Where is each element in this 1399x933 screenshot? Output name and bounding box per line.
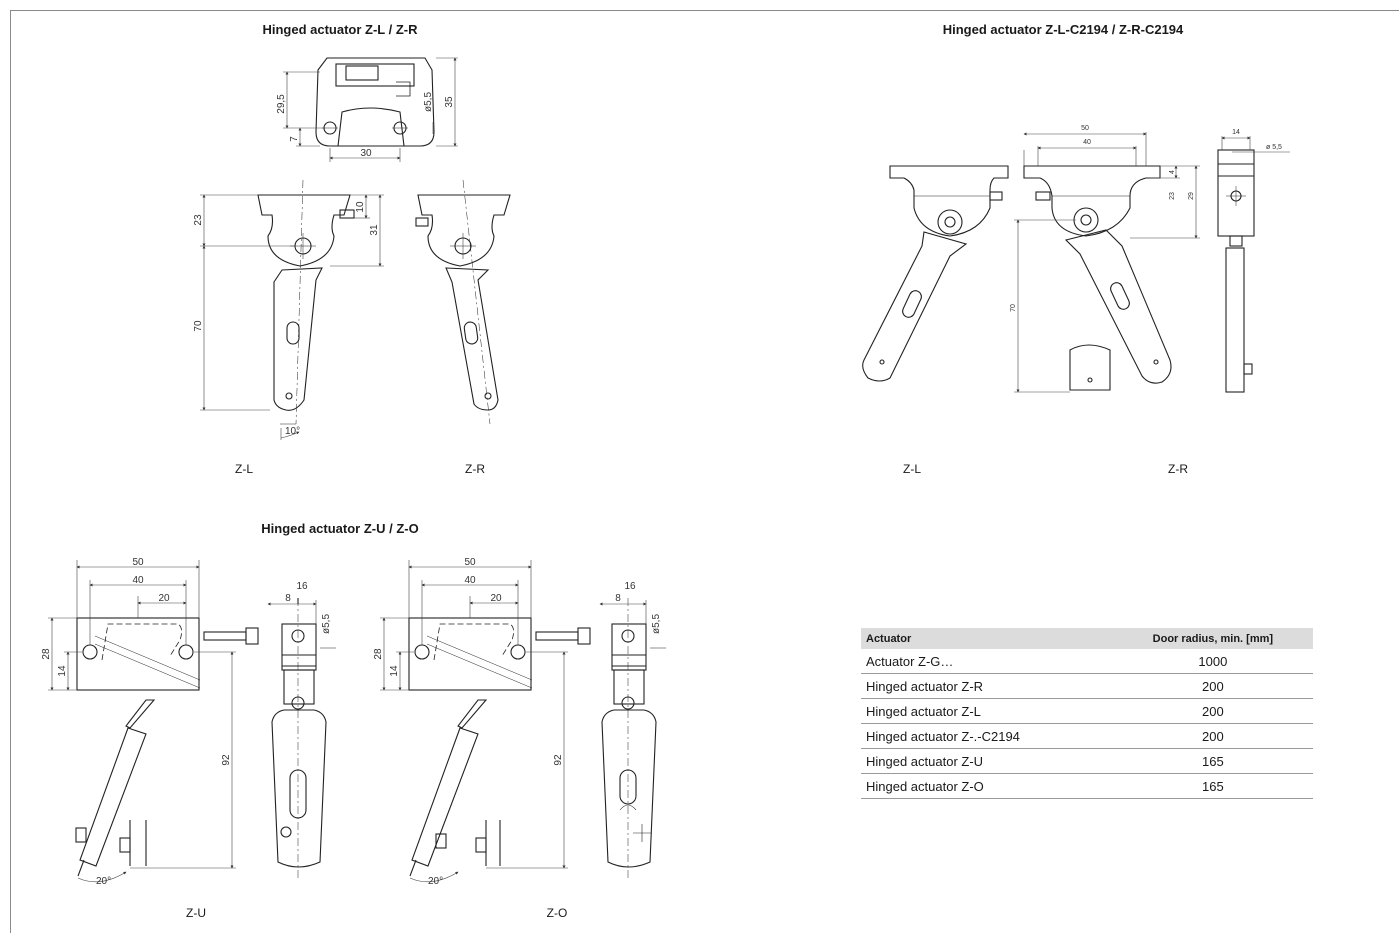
- cell-actuator: Hinged actuator Z-U: [861, 748, 1113, 774]
- cell-radius: 200: [1112, 723, 1313, 749]
- dim-label: 20°: [96, 876, 111, 887]
- zo-side-view: [599, 598, 666, 880]
- dim-label: ø 5,5: [1266, 144, 1282, 151]
- header-door-radius: Door radius, min. [mm]: [1112, 628, 1313, 649]
- cell-radius: 200: [1112, 673, 1313, 699]
- dim-label: 4: [1169, 170, 1176, 174]
- dim-label: 92: [553, 754, 564, 766]
- dim-label: ø5,5: [321, 614, 332, 634]
- c2194-side-view: [1217, 136, 1290, 393]
- cell-radius: 165: [1112, 748, 1313, 774]
- cell-actuator: Hinged actuator Z-.-C2194: [861, 723, 1113, 749]
- dim-label: 14: [1232, 129, 1240, 136]
- dim-label: 35: [444, 96, 455, 108]
- table-row: Hinged actuator Z-O 165: [861, 773, 1313, 799]
- dim-label: 31: [369, 224, 380, 236]
- dim-label: 23: [1169, 192, 1176, 200]
- zr-front-drawing: [415, 179, 511, 425]
- dim-label: 50: [132, 557, 144, 568]
- dim-label: 40: [464, 575, 476, 586]
- dim-label: 30: [360, 148, 372, 159]
- dim-label: 70: [193, 320, 204, 332]
- dim-label: 16: [624, 581, 636, 592]
- caption-zu: Z-U: [186, 906, 206, 920]
- dim-label: 20: [158, 593, 170, 604]
- caption-zl: Z-L: [235, 462, 253, 476]
- dim-label: 50: [464, 557, 476, 568]
- cell-radius: 200: [1112, 698, 1313, 724]
- c2194-zr-drawing: [1023, 165, 1172, 391]
- title-zl-zr: Hinged actuator Z-L / Z-R: [262, 22, 418, 37]
- dim-label: 20°: [428, 876, 443, 887]
- cell-actuator: Actuator Z-G…: [861, 649, 1113, 674]
- zo-front-drawing: [408, 617, 591, 877]
- zu-side-view: [267, 598, 336, 880]
- dim-label: 29: [1188, 192, 1195, 200]
- dim-label: 92: [221, 754, 232, 766]
- table-row: Hinged actuator Z-U 165: [861, 748, 1313, 774]
- cell-actuator: Hinged actuator Z-R: [861, 673, 1113, 699]
- caption-c2194-zr: Z-R: [1168, 462, 1188, 476]
- table-header-row: Actuator Door radius, min. [mm]: [861, 628, 1313, 649]
- door-radius-table: Actuator Door radius, min. [mm] Actuator…: [861, 628, 1313, 799]
- dim-label: ø5,5: [651, 614, 662, 634]
- dim-label: 28: [41, 648, 52, 660]
- caption-zo: Z-O: [546, 906, 568, 920]
- dim-label: 20: [490, 593, 502, 604]
- dim-label: 14: [389, 665, 400, 677]
- dim-label: 50: [1081, 125, 1089, 132]
- header-actuator: Actuator: [861, 628, 1113, 649]
- cell-actuator: Hinged actuator Z-O: [861, 773, 1113, 799]
- zl-front-drawing: [257, 179, 355, 425]
- title-c2194: Hinged actuator Z-L-C2194 / Z-R-C2194: [942, 22, 1184, 37]
- dim-label: 23: [193, 214, 204, 226]
- cell-radius: 165: [1112, 773, 1313, 799]
- dim-label: 28: [373, 648, 384, 660]
- zl-top-view: [315, 57, 435, 147]
- dim-label: 10: [355, 201, 366, 213]
- dim-label: 40: [132, 575, 144, 586]
- c2194-zl-drawing: [862, 165, 1009, 382]
- cell-actuator: Hinged actuator Z-L: [861, 698, 1113, 724]
- table-row: Hinged actuator Z-.-C2194 200: [861, 723, 1313, 749]
- dim-label: 8: [285, 593, 291, 604]
- table-row: Hinged actuator Z-R 200: [861, 673, 1313, 699]
- caption-zr: Z-R: [465, 462, 485, 476]
- dim-label: 14: [57, 665, 68, 677]
- caption-c2194-zl: Z-L: [903, 462, 921, 476]
- dim-label: 16: [296, 581, 308, 592]
- dim-label: 29,5: [276, 94, 287, 114]
- dim-label: ø5,5: [423, 92, 434, 112]
- dim-label: 10°: [285, 426, 300, 437]
- title-zu-zo: Hinged actuator Z-U / Z-O: [261, 521, 419, 536]
- table-row: Hinged actuator Z-L 200: [861, 698, 1313, 724]
- page-frame: [10, 10, 1399, 933]
- zu-front-drawing: [75, 617, 259, 877]
- dim-label: 40: [1083, 139, 1091, 146]
- table-row: Actuator Z-G… 1000: [861, 649, 1313, 674]
- dim-label: 70: [1010, 304, 1017, 312]
- cell-radius: 1000: [1112, 649, 1313, 674]
- dim-label: 7: [289, 136, 300, 142]
- dim-label: 8: [615, 593, 621, 604]
